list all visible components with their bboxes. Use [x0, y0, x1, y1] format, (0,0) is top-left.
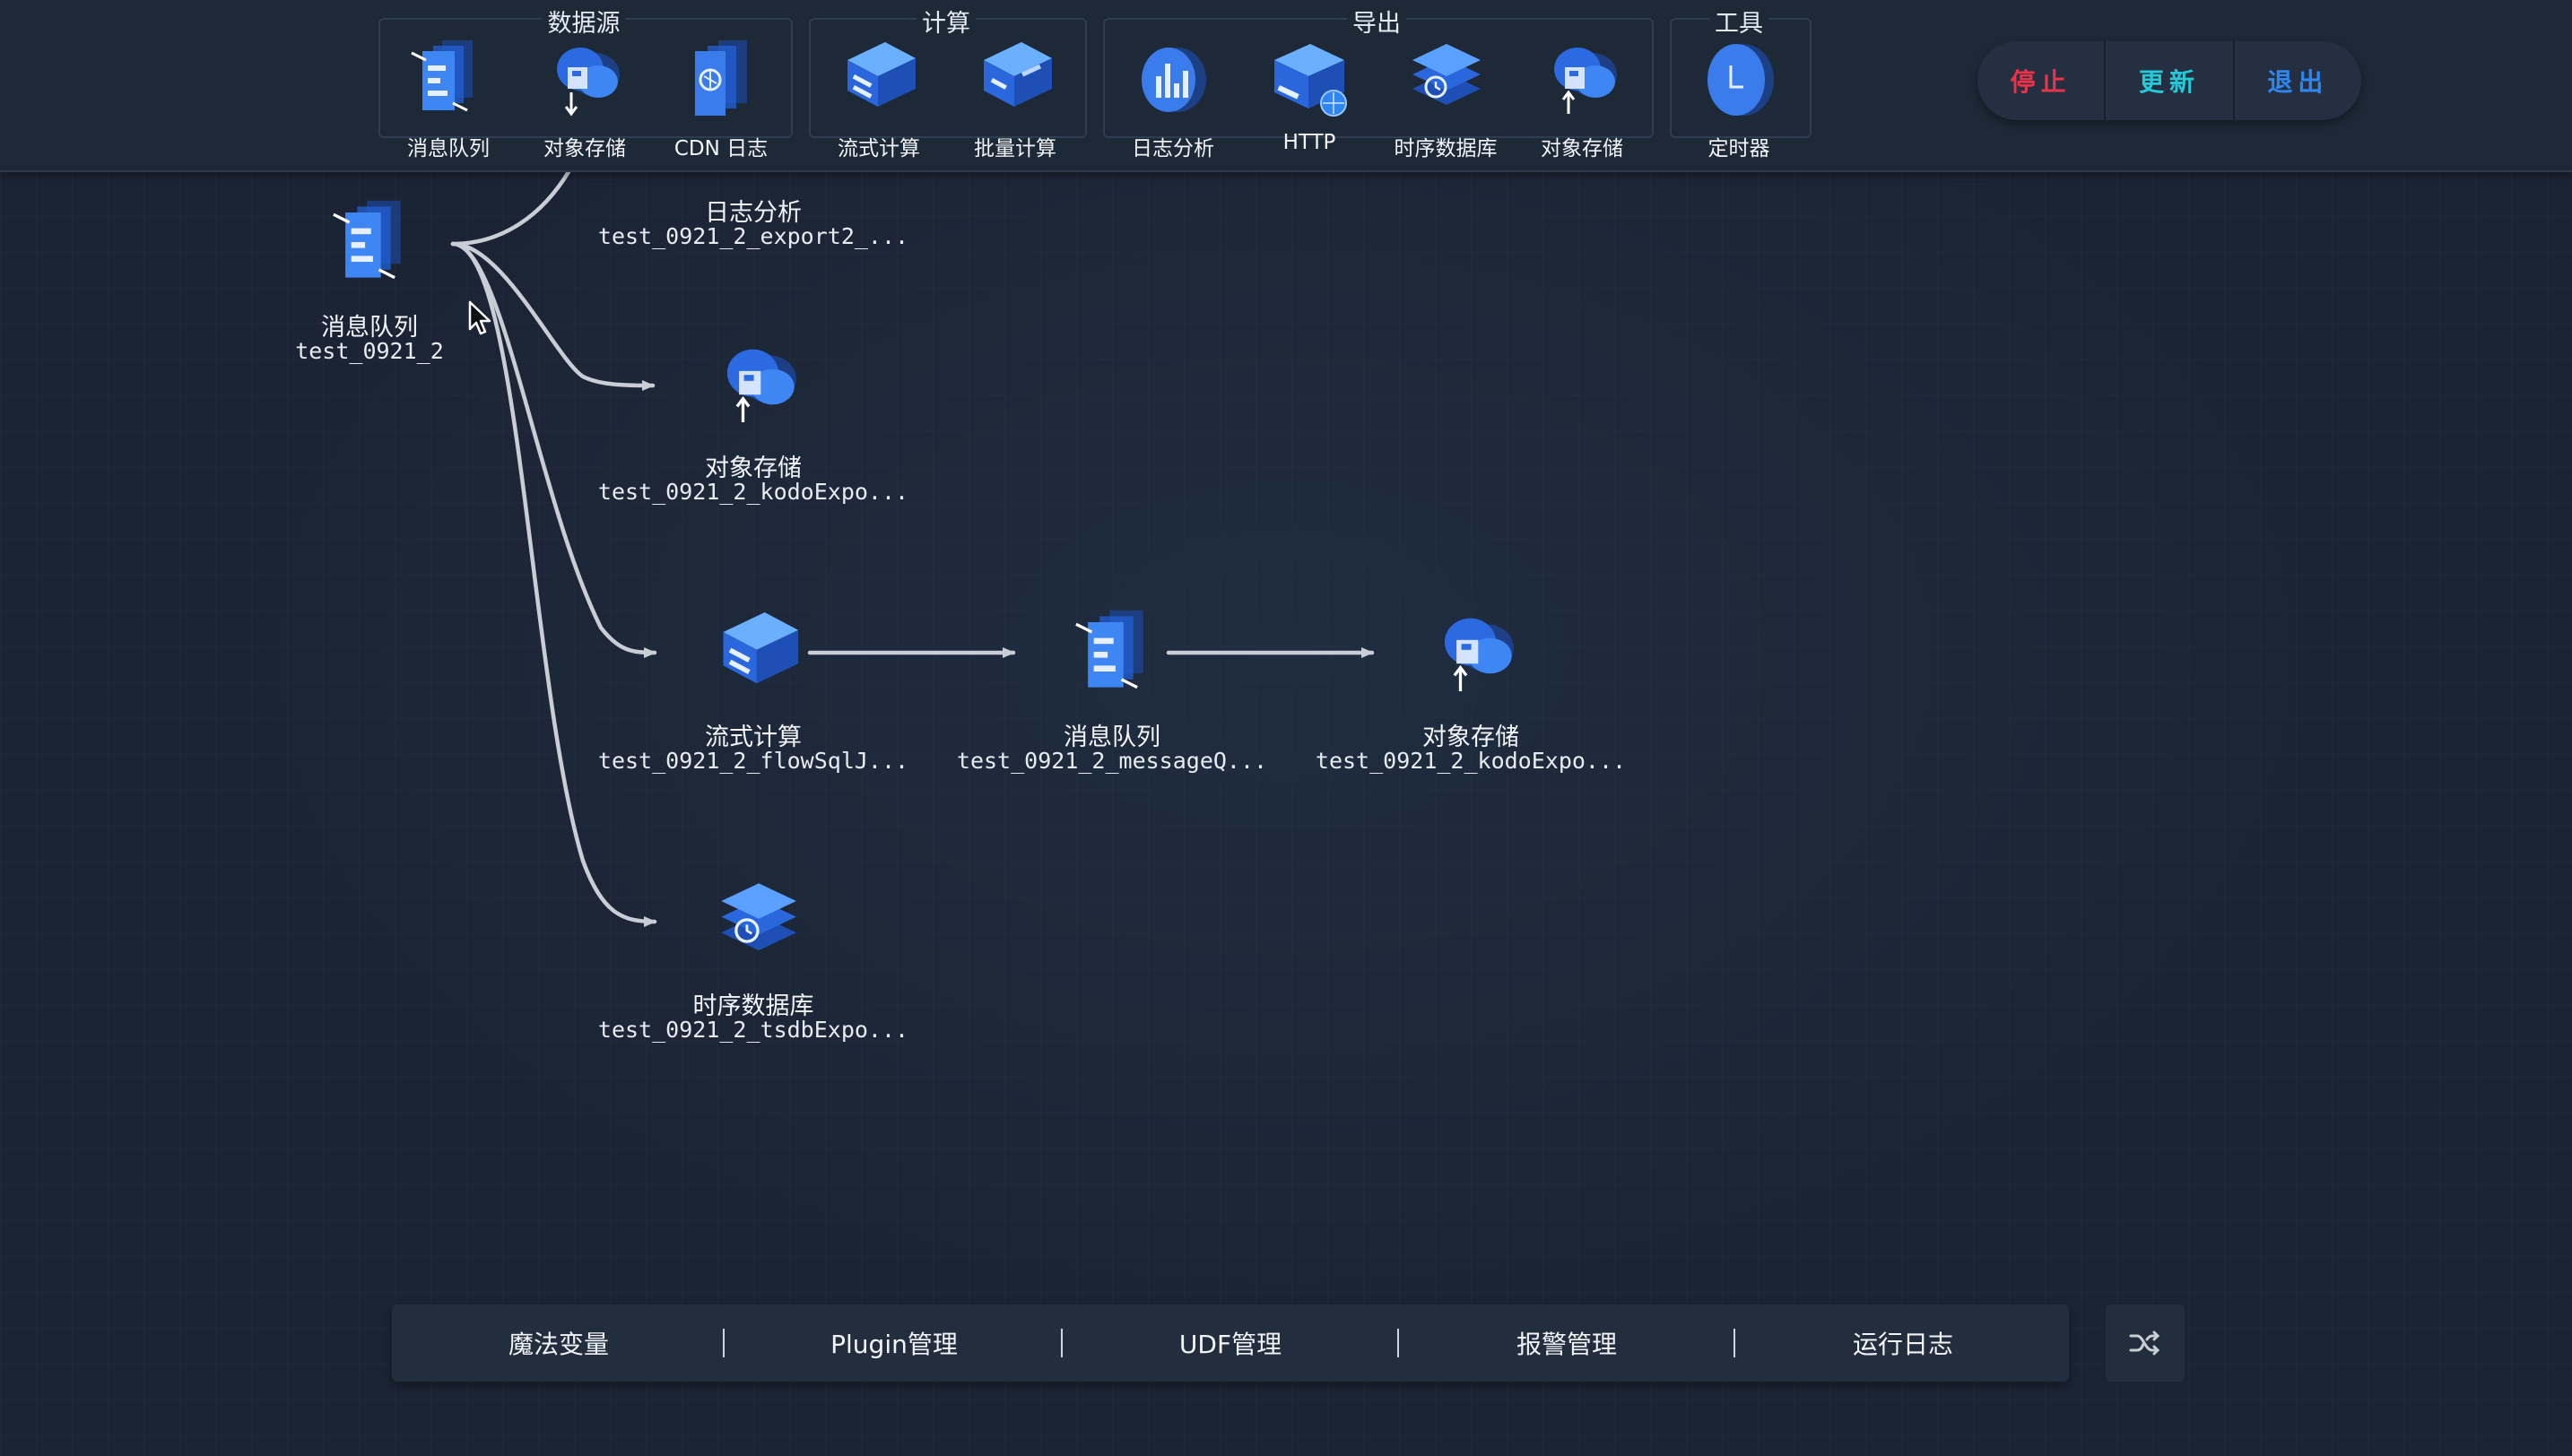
tool-label: 对象存储 [1541, 137, 1623, 160]
tsdb-icon [721, 883, 796, 950]
tool-log-analysis[interactable]: 日志分析 [1110, 29, 1236, 163]
node-name: 流式计算 [705, 724, 802, 751]
tool-object-storage-export[interactable]: 对象存储 [1519, 29, 1645, 163]
tool-label: HTTP [1282, 131, 1336, 154]
tool-label: 消息队列 [407, 137, 490, 160]
stop-button[interactable]: 停止 [2010, 67, 2072, 97]
menu-plugin-management[interactable]: Plugin管理 [830, 1330, 958, 1359]
log-analysis-icon [1142, 48, 1206, 112]
node-id: test_0921_2_flowSqlJ... [597, 748, 909, 774]
node-name: 对象存储 [705, 455, 802, 482]
tool-timer[interactable]: 定时器 [1676, 29, 1802, 163]
tool-label: 批量计算 [974, 137, 1056, 160]
toolbar-group-title-data-source: 数据源 [542, 4, 626, 39]
tool-message-queue[interactable]: 消息队列 [386, 29, 511, 163]
edge-source-to-tsdb [450, 241, 657, 927]
tool-tsdb[interactable]: 时序数据库 [1383, 29, 1508, 163]
toolbar-group-title-export: 导出 [1347, 4, 1406, 39]
node-name: 对象存储 [1422, 724, 1519, 751]
component-toolbar: 数据源 消息队列 对象存储 [0, 0, 2572, 172]
tool-label: 日志分析 [1132, 137, 1214, 160]
node-name: 消息队列 [321, 314, 418, 342]
menu-magic-variables[interactable]: 魔法变量 [508, 1330, 609, 1359]
exit-button[interactable]: 退出 [2267, 67, 2329, 97]
run-controls: 停止 更新 退出 [1977, 41, 2361, 120]
tool-object-storage[interactable]: 对象存储 [522, 29, 647, 163]
tool-label: CDN 日志 [673, 137, 769, 160]
tool-batch-compute[interactable]: 批量计算 [952, 29, 1078, 163]
object-storage-icon [557, 48, 620, 117]
stream-compute-icon [723, 612, 799, 684]
divider [723, 1329, 725, 1357]
menu-udf-management[interactable]: UDF管理 [1178, 1330, 1282, 1359]
message-queue-icon [333, 200, 401, 280]
tool-http[interactable]: HTTP [1247, 29, 1372, 163]
toolbar-group-title-tools: 工具 [1709, 4, 1768, 39]
node-name: 时序数据库 [692, 992, 814, 1020]
toolbar-group-title-compute: 计算 [917, 4, 976, 39]
bottom-menu-bar: 魔法变量 Plugin管理 UDF管理 报警管理 运行日志 [392, 1304, 2069, 1382]
node-id: test_0921_2_kodoExpo... [1315, 748, 1627, 774]
tool-label: 流式计算 [838, 137, 920, 160]
shuffle-layout-button[interactable] [2106, 1304, 2185, 1382]
batch-compute-icon [984, 42, 1052, 107]
timer-icon [1707, 44, 1774, 116]
divider [1061, 1329, 1063, 1357]
menu-run-logs[interactable]: 运行日志 [1852, 1330, 1953, 1359]
node-id: test_0921_2_tsdbExpo... [597, 1017, 909, 1043]
divider [1733, 1329, 1735, 1357]
node-name: 日志分析 [705, 199, 802, 227]
tool-label: 时序数据库 [1394, 137, 1498, 160]
node-name: 消息队列 [1064, 724, 1160, 751]
tool-label: 对象存储 [543, 137, 626, 160]
cdn-log-icon [695, 40, 747, 116]
node-id: test_0921_2_messageQ... [956, 748, 1268, 774]
update-button[interactable]: 更新 [2138, 67, 2200, 97]
tsdb-icon [1412, 44, 1481, 105]
divider [2232, 41, 2235, 120]
tool-stream-compute[interactable]: 流式计算 [816, 29, 942, 163]
mouse-cursor-icon [468, 300, 491, 335]
node-id: test_0921_2_export2_... [597, 223, 909, 249]
node-id: test_0921_2 [295, 338, 444, 364]
node-id: test_0921_2_kodoExpo... [597, 479, 909, 505]
message-queue-icon [411, 40, 473, 112]
tool-label: 定时器 [1707, 137, 1770, 160]
message-queue-icon [1075, 610, 1143, 689]
menu-alert-management[interactable]: 报警管理 [1516, 1330, 1617, 1359]
object-storage-icon [1554, 48, 1617, 114]
http-icon [1274, 44, 1347, 117]
object-storage-icon [726, 349, 796, 422]
tool-cdn-log[interactable]: CDN 日志 [658, 29, 784, 163]
shuffle-icon [2129, 1330, 2160, 1356]
divider [1397, 1329, 1399, 1357]
edge-source-to-kodo-export [450, 241, 656, 391]
edge-source-to-log-export [450, 168, 572, 247]
object-storage-icon [1444, 618, 1514, 691]
divider [2104, 41, 2107, 120]
stream-compute-icon [847, 42, 916, 107]
